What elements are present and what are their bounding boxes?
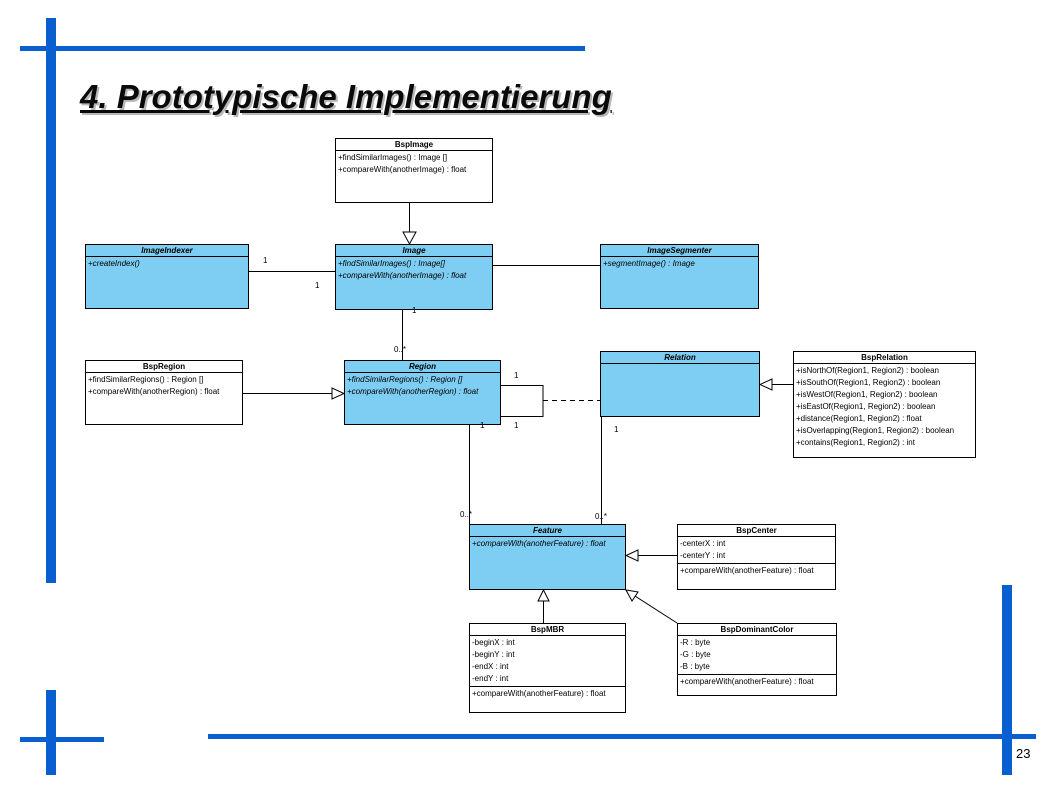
frame-bar-bottom-left-horizontal — [20, 737, 104, 742]
method: +compareWith(anotherRegion) : float — [347, 387, 479, 396]
method: +compareWith(anotherFeature) : float — [680, 677, 814, 686]
gen-arrow-feature-mbr — [537, 588, 550, 602]
multiplicity-label: 1 — [315, 281, 320, 290]
method: +isNorthOf(Region1, Region2) : boolean — [796, 366, 939, 375]
attribute: -endX : int — [472, 662, 509, 671]
method: +segmentImage() : Image — [603, 259, 695, 268]
class-bspcenter-methods: +compareWith(anotherFeature) : float — [678, 564, 835, 578]
method: +findSimilarRegions() : Region [] — [88, 375, 204, 384]
gen-arrow-feature-center — [624, 549, 639, 562]
gen-arrow-feature-color — [625, 589, 639, 602]
class-imagesegmenter: ImageSegmenter +segmentImage() : Image — [600, 244, 759, 309]
class-bspregion-methods: +findSimilarRegions() : Region [] +compa… — [86, 373, 242, 399]
class-imagesegmenter-methods: +segmentImage() : Image — [601, 257, 758, 271]
method: +compareWith(anotherImage) : float — [338, 271, 467, 280]
method: +isOverlapping(Region1, Region2) : boole… — [796, 426, 955, 435]
class-imageindexer-methods: +createIndex() — [86, 257, 248, 271]
attribute: -G : byte — [680, 650, 711, 659]
multiplicity-label: 0..* — [460, 510, 473, 519]
multiplicity-label: 1 — [412, 306, 417, 315]
class-bspdominantcolor-methods: +compareWith(anotherFeature) : float — [678, 675, 836, 689]
class-bsprelation: BspRelation +isNorthOf(Region1, Region2)… — [793, 351, 976, 458]
class-bspcenter-attributes: -centerX : int -centerY : int — [678, 537, 835, 564]
class-bsprelation-name: BspRelation — [794, 352, 975, 364]
slide-title: 4. Prototypische Implementierung — [80, 78, 612, 115]
class-relation: Relation — [600, 351, 760, 417]
method: +findSimilarImages() : Image[] — [338, 259, 445, 268]
attribute: -beginX : int — [472, 638, 515, 647]
class-relation-name: Relation — [601, 352, 759, 364]
class-region-name: Region — [345, 361, 500, 373]
class-bspcenter: BspCenter -centerX : int -centerY : int … — [677, 524, 836, 590]
method: +compareWith(anotherImage) : float — [338, 165, 467, 174]
class-imageindexer-name: ImageIndexer — [86, 245, 248, 257]
attribute: -centerY : int — [680, 551, 726, 560]
multiplicity-label: 1 — [263, 256, 268, 265]
class-bspmbr-methods: +compareWith(anotherFeature) : float — [470, 687, 625, 701]
class-bspimage: BspImage +findSimilarImages() : Image []… — [335, 138, 493, 203]
frame-bar-left-vertical — [46, 18, 56, 583]
page-number: 23 — [1016, 746, 1031, 761]
frame-bar-bottom-horizontal — [208, 734, 1036, 739]
frame-bar-bottom-left-vertical — [46, 690, 56, 775]
class-region-methods: +findSimilarRegions() : Region [] +compa… — [345, 373, 500, 399]
method: +findSimilarRegions() : Region [] — [347, 375, 463, 384]
multiplicity-label: 0..* — [394, 345, 407, 354]
multiplicity-label: 1 — [614, 425, 619, 434]
class-image-methods: +findSimilarImages() : Image[] +compareW… — [336, 257, 492, 283]
assoc-region-self — [501, 385, 544, 417]
class-feature-name: Feature — [470, 525, 625, 537]
class-bspmbr: BspMBR -beginX : int -beginY : int -endX… — [469, 623, 626, 713]
class-feature-methods: +compareWith(anotherFeature) : float — [470, 537, 625, 551]
method: +isWestOf(Region1, Region2) : boolean — [796, 390, 938, 399]
attribute: -endY : int — [472, 674, 509, 683]
class-bspmbr-attributes: -beginX : int -beginY : int -endX : int … — [470, 636, 625, 687]
class-image: Image +findSimilarImages() : Image[] +co… — [335, 244, 493, 310]
class-bspdominantcolor-attributes: -R : byte -G : byte -B : byte — [678, 636, 836, 675]
attribute: -R : byte — [680, 638, 711, 647]
class-bsprelation-methods: +isNorthOf(Region1, Region2) : boolean +… — [794, 364, 975, 450]
gen-arrow-image — [402, 231, 417, 246]
method: +contains(Region1, Region2) : int — [796, 438, 915, 447]
multiplicity-label: 0..* — [595, 512, 608, 521]
multiplicity-label: 1 — [480, 421, 485, 430]
gen-arrow-relation — [758, 378, 773, 391]
method: +findSimilarImages() : Image [] — [338, 153, 448, 162]
class-bspdominantcolor-name: BspDominantColor — [678, 624, 836, 636]
method: +isSouthOf(Region1, Region2) : boolean — [796, 378, 941, 387]
method: +compareWith(anotherFeature) : float — [680, 566, 814, 575]
attribute: -B : byte — [680, 662, 710, 671]
class-feature: Feature +compareWith(anotherFeature) : f… — [469, 524, 626, 590]
frame-bar-top-horizontal — [20, 46, 585, 51]
class-bspcenter-name: BspCenter — [678, 525, 835, 537]
class-bspregion: BspRegion +findSimilarRegions() : Region… — [85, 360, 243, 425]
multiplicity-label: 1 — [514, 371, 519, 380]
gen-arrow-region — [331, 387, 346, 400]
class-image-name: Image — [336, 245, 492, 257]
class-imagesegmenter-name: ImageSegmenter — [601, 245, 758, 257]
frame-bar-right-vertical — [1002, 585, 1012, 775]
class-bspdominantcolor: BspDominantColor -R : byte -G : byte -B … — [677, 623, 837, 696]
class-region: Region +findSimilarRegions() : Region []… — [344, 360, 501, 425]
class-bspimage-methods: +findSimilarImages() : Image [] +compare… — [336, 151, 492, 177]
class-bspregion-name: BspRegion — [86, 361, 242, 373]
class-bspimage-name: BspImage — [336, 139, 492, 151]
method: +createIndex() — [88, 259, 140, 268]
class-imageindexer: ImageIndexer +createIndex() — [85, 244, 249, 309]
method: +isEastOf(Region1, Region2) : boolean — [796, 402, 936, 411]
multiplicity-label: 1 — [514, 421, 519, 430]
method: +compareWith(anotherFeature) : float — [472, 539, 606, 548]
method: +compareWith(anotherRegion) : float — [88, 387, 220, 396]
attribute: -centerX : int — [680, 539, 726, 548]
gen-dominantcolor-feature — [634, 595, 678, 624]
attribute: -beginY : int — [472, 650, 515, 659]
class-bspmbr-name: BspMBR — [470, 624, 625, 636]
method: +compareWith(anotherFeature) : float — [472, 689, 606, 698]
method: +distance(Region1, Region2) : float — [796, 414, 922, 423]
